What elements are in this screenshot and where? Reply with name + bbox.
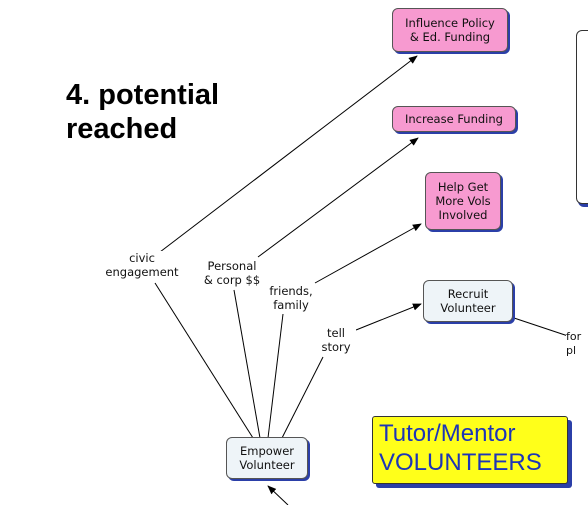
edge-empower-tell xyxy=(281,356,324,439)
link-label-civic-engagement: civic engagement xyxy=(98,251,186,279)
edge-empower-friends xyxy=(267,313,284,439)
offscreen-note-box xyxy=(576,30,588,204)
edge-incoming-empower xyxy=(267,485,289,505)
edge-tell-recruit xyxy=(355,303,422,331)
edge-recruit-offscreen xyxy=(513,317,569,337)
edge-empower-personal xyxy=(233,289,261,439)
node-recruit-volunteer[interactable]: Recruit Volunteer xyxy=(423,280,513,322)
node-help-more-vols[interactable]: Help Get More Vols Involved xyxy=(425,172,501,230)
node-influence-policy[interactable]: Influence Policy & Ed. Funding xyxy=(392,8,508,52)
edge-empower-civic xyxy=(154,282,254,439)
link-label-friends-family: friends, family xyxy=(262,284,320,312)
page-title: 4. potential reached xyxy=(66,79,220,145)
volunteers-banner[interactable]: Tutor/Mentor VOLUNTEERS xyxy=(372,416,568,484)
node-empower-volunteer[interactable]: Empower Volunteer xyxy=(226,437,308,479)
edge-personal-increase xyxy=(257,137,419,258)
node-increase-funding[interactable]: Increase Funding xyxy=(392,106,516,132)
link-label-personal-corp: Personal & corp $$ xyxy=(196,259,268,287)
link-label-offscreen: for pl xyxy=(566,330,588,358)
edge-civic-influence xyxy=(159,55,418,253)
link-label-tell-story: tell story xyxy=(316,326,356,354)
edge-friends-help xyxy=(314,223,422,284)
